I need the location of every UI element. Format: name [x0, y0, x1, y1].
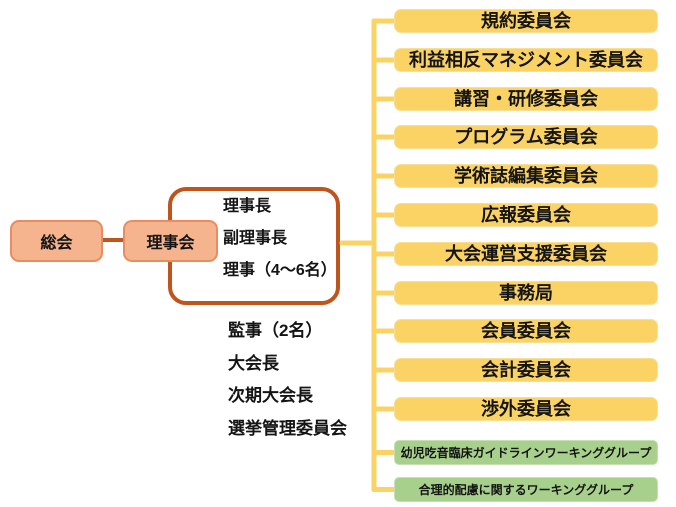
committee-box: 利益相反マネジメント委員会 — [394, 48, 658, 72]
assembly-box: 総会 — [10, 220, 103, 262]
committee-box: 渉外委員会 — [394, 397, 658, 421]
board-roles-list: 理事長 副理事長 理事（4～6名） — [223, 191, 337, 287]
committee-box: 大会運営支援委員会 — [394, 242, 658, 266]
committee-box: 規約委員会 — [394, 9, 658, 33]
board-box: 理事会 — [123, 220, 218, 262]
committee-tree-connectors — [339, 18, 399, 492]
working-group-box: 合理的配慮に関するワーキンググループ — [394, 477, 658, 502]
committee-box: 会計委員会 — [394, 358, 658, 382]
officer-line: 大会長 — [228, 353, 279, 373]
board-role-line: 理事（4～6名） — [223, 262, 337, 279]
committee-box: 学術誌編集委員会 — [394, 164, 658, 188]
officers-list: 監事（2名） 大会長 次期大会長 選挙管理委員会 — [228, 315, 347, 445]
officer-line: 監事（2名） — [228, 321, 323, 340]
working-group-box: 幼児吃音臨床ガイドラインワーキンググループ — [394, 440, 658, 465]
board-role-line: 副理事長 — [223, 230, 288, 247]
committee-box: プログラム委員会 — [394, 125, 658, 149]
committee-box: 広報委員会 — [394, 203, 658, 227]
officer-line: 選挙管理委員会 — [228, 418, 347, 438]
committee-box: 会員委員会 — [394, 319, 658, 343]
officer-line: 次期大会長 — [228, 386, 313, 405]
board-role-line: 理事長 — [223, 198, 272, 215]
committee-box: 事務局 — [394, 281, 658, 305]
committee-box: 講習・研修委員会 — [394, 87, 658, 111]
